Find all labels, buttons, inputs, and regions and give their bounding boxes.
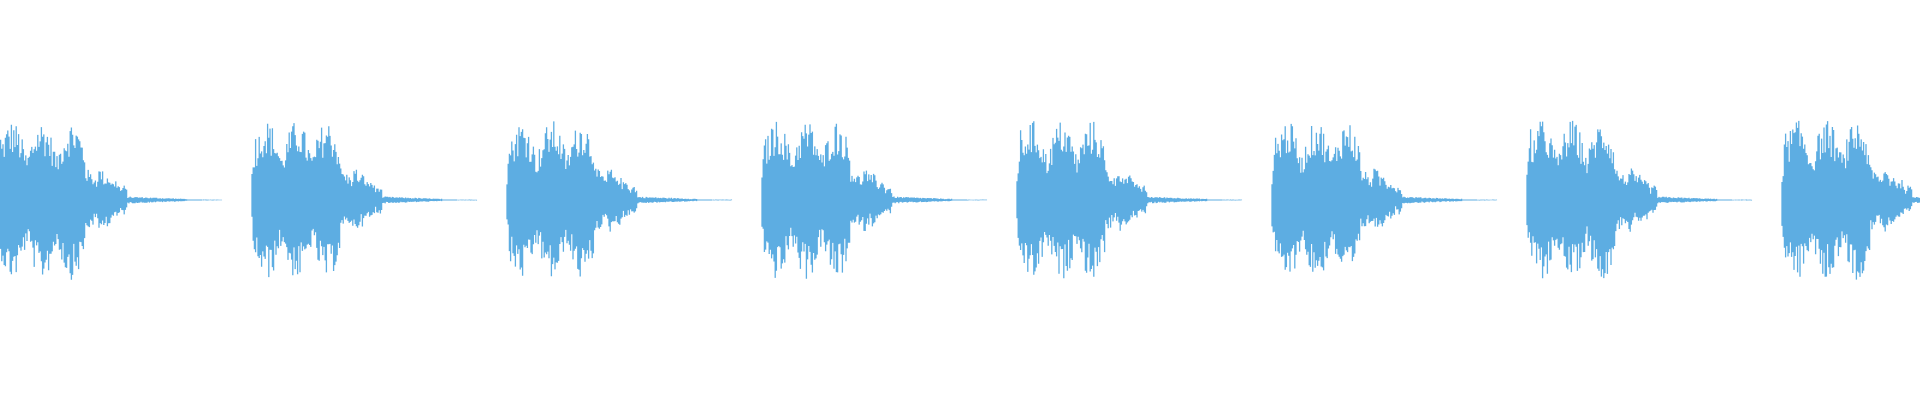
waveform-bursts — [0, 120, 1920, 280]
waveform-burst — [506, 121, 733, 277]
waveform-burst — [1271, 123, 1498, 272]
waveform-burst — [0, 124, 223, 280]
waveform-burst — [1781, 120, 1920, 280]
